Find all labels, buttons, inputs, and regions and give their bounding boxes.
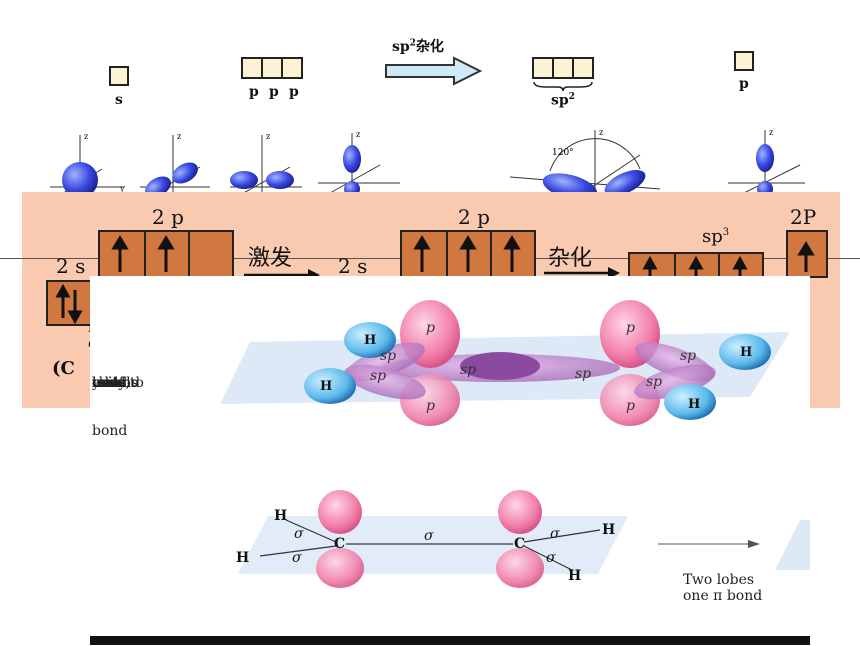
sp3-label: sp3 [702, 226, 730, 247]
h-atom-2 [304, 368, 356, 404]
svg-text:z: z [599, 128, 603, 137]
angle-label: 120° [552, 148, 574, 158]
next-figure-fragment [775, 520, 810, 570]
svg-text:p: p [626, 398, 635, 414]
2s-left-cell [46, 280, 92, 326]
arrow-suffix: 杂化 [415, 39, 444, 55]
caption-line-1: Two lobes [683, 572, 755, 588]
svg-text:y: y [119, 184, 125, 193]
svg-text:z: z [266, 132, 270, 141]
svg-text:p: p [426, 320, 435, 336]
p-right-lobe-1 [756, 144, 774, 172]
p-label-1: p [249, 84, 259, 100]
svg-text:H: H [236, 550, 249, 566]
right-pi-lobe-bottom [496, 548, 544, 588]
svg-text:σ: σ [294, 526, 304, 542]
svg-text:σ: σ [550, 526, 560, 542]
right-pi-lobe-top [498, 490, 542, 534]
left-sp2-lobe-2 [344, 364, 426, 400]
px-lobe-1 [172, 162, 198, 184]
svg-text:p: p [426, 398, 435, 414]
h-atom-4 [664, 384, 716, 420]
sigma-framework-figure: C C H H H H σ σ σ σ σ [236, 490, 628, 588]
p-right-lobe-2 [757, 181, 773, 195]
h-atom-3 [719, 334, 771, 370]
s-orbital-box [109, 66, 129, 86]
p-right-label: p [739, 76, 749, 92]
hybridization-arrow-icon [385, 56, 483, 86]
sp2-box-3 [572, 57, 594, 79]
svg-text:C: C [514, 536, 525, 552]
svg-text:H: H [568, 568, 581, 584]
svg-text:p: p [626, 320, 635, 336]
ethylene-orbital-figure: p p p p sp sp sp sp sp sp H H H H [220, 300, 790, 426]
central-overlap [460, 352, 540, 380]
pz-lobe-2 [344, 181, 360, 195]
svg-text:H: H [320, 379, 332, 394]
svg-text:σ: σ [546, 550, 556, 566]
caption-line-2: one π bond [683, 588, 763, 604]
left-text-fragment-3: (C [52, 358, 75, 379]
excite-label: 激发 [248, 246, 293, 271]
svg-text:σ: σ [424, 528, 434, 544]
svg-text:sp: sp [575, 366, 591, 382]
py-lobe-2 [266, 171, 294, 189]
p-orbital-box-3 [281, 57, 303, 79]
hybrid-label: 杂化 [548, 246, 593, 271]
py-lobe-1 [230, 171, 258, 189]
hybridization-arrow-label: sp2杂化 [392, 36, 444, 56]
label-2s-left: 2 s [56, 254, 86, 278]
arrow-sp: sp [392, 39, 410, 55]
svg-text:H: H [602, 522, 615, 538]
left-pi-lobe-top [318, 490, 362, 534]
svg-text:z: z [177, 132, 181, 141]
s-label: s [115, 92, 123, 108]
bottom-dark-band [90, 636, 810, 645]
label-2s-mid: 2 s [338, 254, 368, 278]
left-pi-lobe-bottom [316, 548, 364, 588]
h-atom-1 [344, 322, 396, 358]
sp2-lobe-2 [604, 170, 646, 195]
svg-text:sp: sp [460, 362, 476, 378]
svg-text:H: H [688, 397, 700, 412]
svg-text:z: z [356, 130, 360, 139]
svg-text:C: C [334, 536, 345, 552]
label-2p-mid: 2 p [458, 205, 490, 229]
svg-text:sp: sp [680, 348, 696, 364]
p-label-2: p [269, 84, 279, 100]
svg-text:H: H [740, 345, 752, 360]
right-sp2-lobe-2 [634, 364, 716, 400]
sp2-brace-icon [533, 81, 593, 92]
svg-text:H: H [364, 333, 376, 348]
pz-lobe-1 [343, 145, 361, 173]
sp2-label: sp2 [551, 92, 575, 109]
next-arrow-icon [658, 540, 760, 548]
svg-text:H: H [274, 508, 287, 524]
svg-text:sp: sp [370, 368, 386, 384]
svg-text:sp: sp [646, 374, 662, 390]
label-2P-right: 2P [790, 205, 817, 229]
svg-text:z: z [84, 132, 88, 141]
svg-text:z: z [769, 128, 773, 137]
svg-text:σ: σ [292, 550, 302, 566]
arrow-sup: 2 [409, 38, 416, 49]
label-2p-left: 2 p [152, 205, 184, 229]
p-right-box [734, 51, 754, 71]
svg-text:sp: sp [380, 348, 396, 364]
p-label-3: p [289, 84, 299, 100]
2p-left-cell-3 [188, 230, 234, 278]
s-orbital-lobe [62, 162, 98, 195]
